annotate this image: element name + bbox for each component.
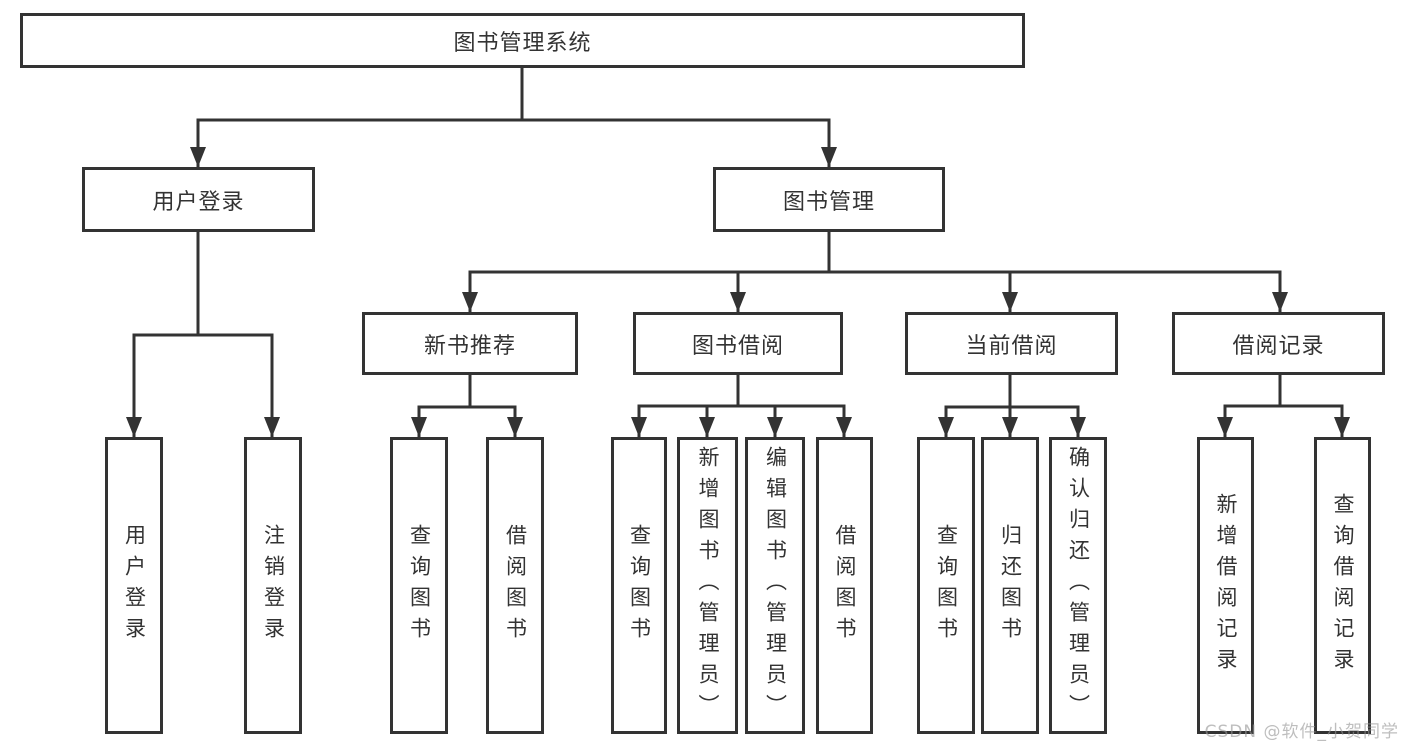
leaf-query-books-recommend-label: 查询图书 (407, 523, 432, 648)
node-book-management: 图书管理 (713, 167, 945, 232)
leaf-edit-books-admin: 编辑图书（管理员） (745, 437, 805, 734)
leaf-borrow-books-recommend: 借阅图书 (486, 437, 544, 734)
leaf-query-borrow-record-label: 查询借阅记录 (1331, 492, 1355, 679)
leaf-add-books-admin: 新增图书（管理员） (677, 437, 738, 734)
leaf-confirm-return-admin-label: 确认归还（管理员） (1066, 446, 1091, 725)
node-borrowing-records-label: 借阅记录 (1232, 333, 1325, 359)
node-user-login: 用户登录 (82, 167, 315, 232)
leaf-query-books-recommend: 查询图书 (390, 437, 448, 734)
leaf-borrow-books-recommend-label: 借阅图书 (503, 523, 528, 648)
leaf-edit-books-admin-label: 编辑图书（管理员） (763, 446, 788, 725)
leaf-return-books-label: 归还图书 (998, 523, 1023, 648)
leaf-user-login-label: 用户登录 (122, 523, 147, 648)
leaf-query-books-borrow-label: 查询图书 (627, 523, 652, 648)
leaf-add-borrow-record: 新增借阅记录 (1197, 437, 1254, 734)
leaf-add-borrow-record-label: 新增借阅记录 (1214, 492, 1238, 679)
node-book-borrowing-label: 图书借阅 (691, 333, 784, 359)
node-book-borrowing: 图书借阅 (633, 312, 843, 375)
leaf-query-books-current: 查询图书 (917, 437, 975, 734)
leaf-borrow-books: 借阅图书 (816, 437, 873, 734)
leaf-return-books: 归还图书 (981, 437, 1039, 734)
node-current-borrowing-label: 当前借阅 (965, 333, 1058, 359)
leaf-confirm-return-admin: 确认归还（管理员） (1049, 437, 1107, 734)
leaf-query-books-borrow: 查询图书 (611, 437, 667, 734)
node-new-book-recommendation: 新书推荐 (362, 312, 578, 375)
node-library-system: 图书管理系统 (20, 13, 1025, 68)
leaf-user-login: 用户登录 (105, 437, 163, 734)
leaf-query-borrow-record: 查询借阅记录 (1314, 437, 1371, 734)
leaf-borrow-books-label: 借阅图书 (833, 523, 857, 648)
node-new-book-recommendation-label: 新书推荐 (423, 333, 516, 359)
node-current-borrowing: 当前借阅 (905, 312, 1118, 375)
node-library-system-label: 图书管理系统 (453, 30, 592, 56)
node-book-management-label: 图书管理 (782, 189, 875, 215)
leaf-logout: 注销登录 (244, 437, 302, 734)
node-borrowing-records: 借阅记录 (1172, 312, 1385, 375)
csdn-watermark: CSDN @软件_小贺同学 (1204, 722, 1399, 742)
leaf-add-books-admin-label: 新增图书（管理员） (696, 446, 720, 725)
node-user-login-label: 用户登录 (152, 189, 245, 215)
leaf-query-books-current-label: 查询图书 (934, 523, 959, 648)
leaf-logout-label: 注销登录 (261, 523, 286, 648)
